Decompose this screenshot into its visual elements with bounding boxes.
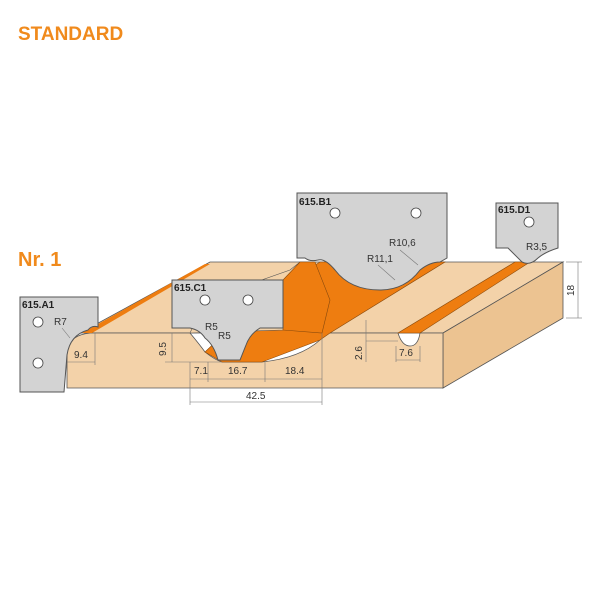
dim-a1-width: 9.4 bbox=[74, 350, 88, 361]
ridge-side bbox=[282, 261, 331, 334]
mounting-hole bbox=[329, 207, 341, 219]
dim-d1-depth: 2.6 bbox=[354, 346, 365, 360]
radius-label: R7 bbox=[54, 317, 67, 328]
cutter-615-b1: 615.B1 R10,6 R11,1 bbox=[296, 192, 448, 291]
wood-block bbox=[66, 261, 565, 389]
dim-thickness: 18 bbox=[566, 284, 577, 296]
radius-label: R10,6 bbox=[389, 238, 416, 249]
cutter-code: 615.A1 bbox=[22, 300, 55, 311]
cutter-615-a1: 615.A1 R7 bbox=[19, 296, 99, 393]
radius-label: R11,1 bbox=[367, 254, 393, 265]
mounting-hole bbox=[523, 216, 535, 228]
block-front bbox=[66, 332, 444, 389]
cutter-615-c1: 615.C1 R5 R5 bbox=[171, 279, 284, 361]
mounting-hole bbox=[199, 294, 211, 306]
mounting-hole bbox=[242, 294, 254, 306]
mounting-hole bbox=[32, 316, 44, 328]
cutter-code: 615.C1 bbox=[174, 283, 207, 294]
dimensions: 9.4 9.5 7.1 16.7 18.4 42.5 2.6 7.6 18 bbox=[67, 261, 582, 405]
radius-label: R5 bbox=[205, 322, 218, 333]
dim-c1-w3: 18.4 bbox=[285, 366, 305, 377]
cutter-615-d1: 615.D1 R3,5 bbox=[495, 202, 559, 264]
cutter-code: 615.D1 bbox=[498, 205, 531, 216]
radius-label: R3,5 bbox=[526, 242, 548, 253]
mounting-hole bbox=[32, 357, 44, 369]
set-label: Nr. 1 bbox=[18, 249, 61, 271]
cutter-code: 615.B1 bbox=[299, 197, 332, 208]
radius-label: R5 bbox=[218, 331, 231, 342]
dim-c1-w1: 7.1 bbox=[194, 366, 208, 377]
title: STANDARD bbox=[18, 24, 123, 45]
dim-d1-width: 7.6 bbox=[399, 348, 413, 359]
dim-c1-w2: 16.7 bbox=[228, 366, 248, 377]
dim-c1-depth: 9.5 bbox=[158, 342, 169, 356]
mounting-hole bbox=[410, 207, 422, 219]
dim-c1-total: 42.5 bbox=[246, 391, 266, 402]
